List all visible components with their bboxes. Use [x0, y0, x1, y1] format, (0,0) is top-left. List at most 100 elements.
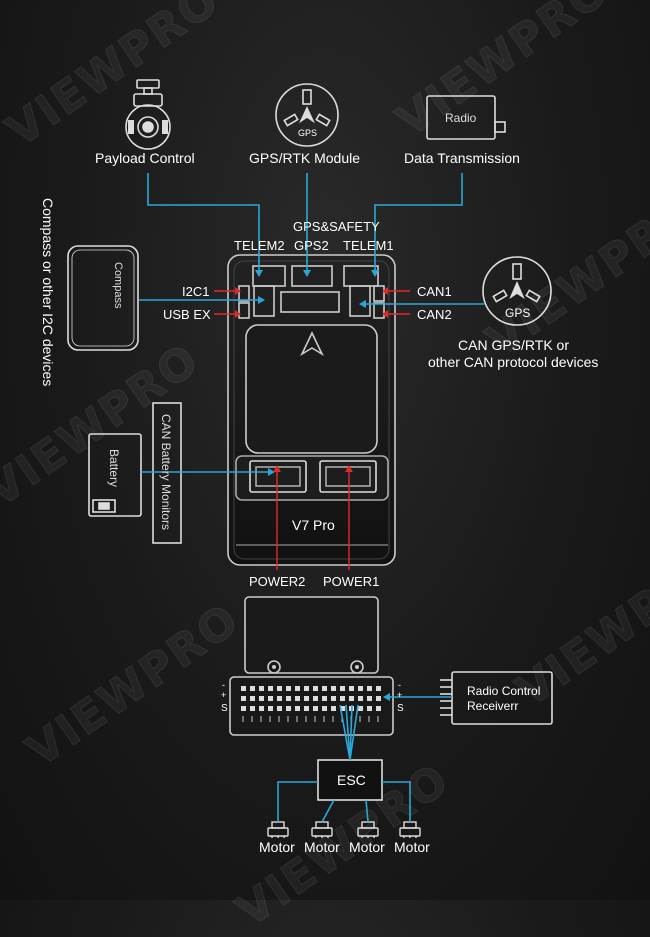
port-i2c1: I2C1: [182, 284, 210, 299]
pwm-pin: [358, 706, 363, 711]
can-battery-label: CAN Battery Monitors: [159, 414, 173, 531]
port-gps2: GPS2: [294, 238, 329, 253]
can-gps-label-2: other CAN protocol devices: [428, 354, 599, 370]
pwm-pin: [349, 696, 354, 701]
motor-icon: [267, 821, 289, 838]
motor-icon: [311, 821, 333, 838]
esc-label: ESC: [337, 772, 366, 788]
battery-device: [88, 402, 182, 544]
pwm-pin: [376, 686, 381, 691]
motor-label-4: Motor: [394, 839, 430, 855]
motor-label-2: Motor: [304, 839, 340, 855]
camera-icon: [125, 79, 171, 150]
pwm-right-mark-1: -: [398, 680, 401, 690]
red-arrows: [235, 287, 388, 472]
pwm-pin: [268, 686, 273, 691]
can-gps-badge: GPS: [505, 306, 531, 320]
motor-icon: [357, 821, 379, 838]
radio-icon: [426, 95, 506, 140]
pwm-pin: [322, 686, 327, 691]
pwm-pin: [304, 686, 309, 691]
pwm-pin: [241, 696, 246, 701]
port-usb-ex: USB EX: [163, 307, 211, 322]
rc-receiver: [440, 671, 553, 725]
pwm-pin: [322, 706, 327, 711]
pwm-pin: [304, 696, 309, 701]
compass-device: [67, 245, 139, 351]
pwm-pin: [322, 696, 327, 701]
pwm-left-mark-1: -: [222, 680, 225, 690]
pwm-pin: [295, 696, 300, 701]
battery-box-label: Battery: [107, 449, 121, 488]
pwm-pin: [313, 686, 318, 691]
compass-side-label: Compass or other I2C devices: [40, 198, 56, 387]
port-can1: CAN1: [417, 284, 452, 299]
can-gps-label-1: CAN GPS/RTK or: [458, 337, 569, 353]
pwm-pin: [286, 696, 291, 701]
motor-label-3: Motor: [349, 839, 385, 855]
pwm-pin: [241, 686, 246, 691]
motor-label-1: Motor: [259, 839, 295, 855]
pwm-left-mark-3: S: [221, 703, 228, 714]
pwm-pin: [250, 706, 255, 711]
pwm-pin: [313, 706, 318, 711]
gps-badge-top: GPS: [298, 128, 318, 138]
pwm-pin: [268, 696, 273, 701]
rc-receiver-label-2: Receiverr: [467, 699, 519, 713]
pwm-pin: [277, 706, 282, 711]
gps-module-label: GPS/RTK Module: [249, 150, 361, 166]
rc-receiver-label-1: Radio Control: [467, 684, 541, 698]
pwm-pin: [259, 696, 264, 701]
port-gps-safety: GPS&SAFETY: [293, 219, 380, 234]
pwm-pin: [376, 696, 381, 701]
pwm-pin: [286, 706, 291, 711]
pwm-pin: [277, 686, 282, 691]
pwm-pin: [331, 686, 336, 691]
pwm-pin: [367, 686, 372, 691]
pwm-right-mark-3: S: [397, 703, 404, 714]
compass-box-label: Compass: [112, 262, 124, 309]
payload-control-label: Payload Control: [95, 150, 195, 166]
pwm-pin: [286, 686, 291, 691]
port-can2: CAN2: [417, 307, 452, 322]
red-wires: [214, 290, 410, 570]
pwm-pin: [331, 706, 336, 711]
pwm-pin: [367, 706, 372, 711]
blue-arrows: [255, 270, 390, 701]
data-transmission-label: Data Transmission: [404, 150, 520, 166]
pwm-pin: [349, 686, 354, 691]
controller-name: V7 Pro: [292, 517, 335, 533]
pwm-pin: [259, 706, 264, 711]
pwm-pin: [268, 706, 273, 711]
pwm-pin: [340, 696, 345, 701]
pwm-pin: [277, 696, 282, 701]
port-telem1: TELEM1: [343, 238, 394, 253]
port-telem2: TELEM2: [234, 238, 285, 253]
motor-icon: [399, 821, 421, 838]
wiring-diagram: [67, 79, 553, 838]
pwm-pin: [250, 696, 255, 701]
motor-icons: [267, 821, 421, 838]
port-power2: POWER2: [249, 574, 306, 589]
pwm-pin: [295, 686, 300, 691]
pwm-pin: [376, 706, 381, 711]
pwm-left-mark-2: +: [221, 690, 227, 700]
pwm-pin: [367, 696, 372, 701]
pwm-pin: [358, 686, 363, 691]
flight-controller: [227, 254, 396, 566]
pwm-pin: [331, 696, 336, 701]
radio-box-label: Radio: [445, 111, 477, 125]
pwm-board: [229, 596, 394, 736]
port-power1: POWER1: [323, 574, 380, 589]
pwm-pin: [250, 686, 255, 691]
pwm-pin: [358, 696, 363, 701]
gps-module-icon: [275, 83, 339, 147]
pwm-right-mark-2: +: [397, 690, 403, 700]
pwm-pin: [259, 686, 264, 691]
can-gps-icon: [482, 256, 552, 326]
pwm-pin: [313, 696, 318, 701]
pwm-pin: [340, 706, 345, 711]
pwm-pin: [295, 706, 300, 711]
pwm-pin: [241, 706, 246, 711]
pwm-pin: [340, 686, 345, 691]
